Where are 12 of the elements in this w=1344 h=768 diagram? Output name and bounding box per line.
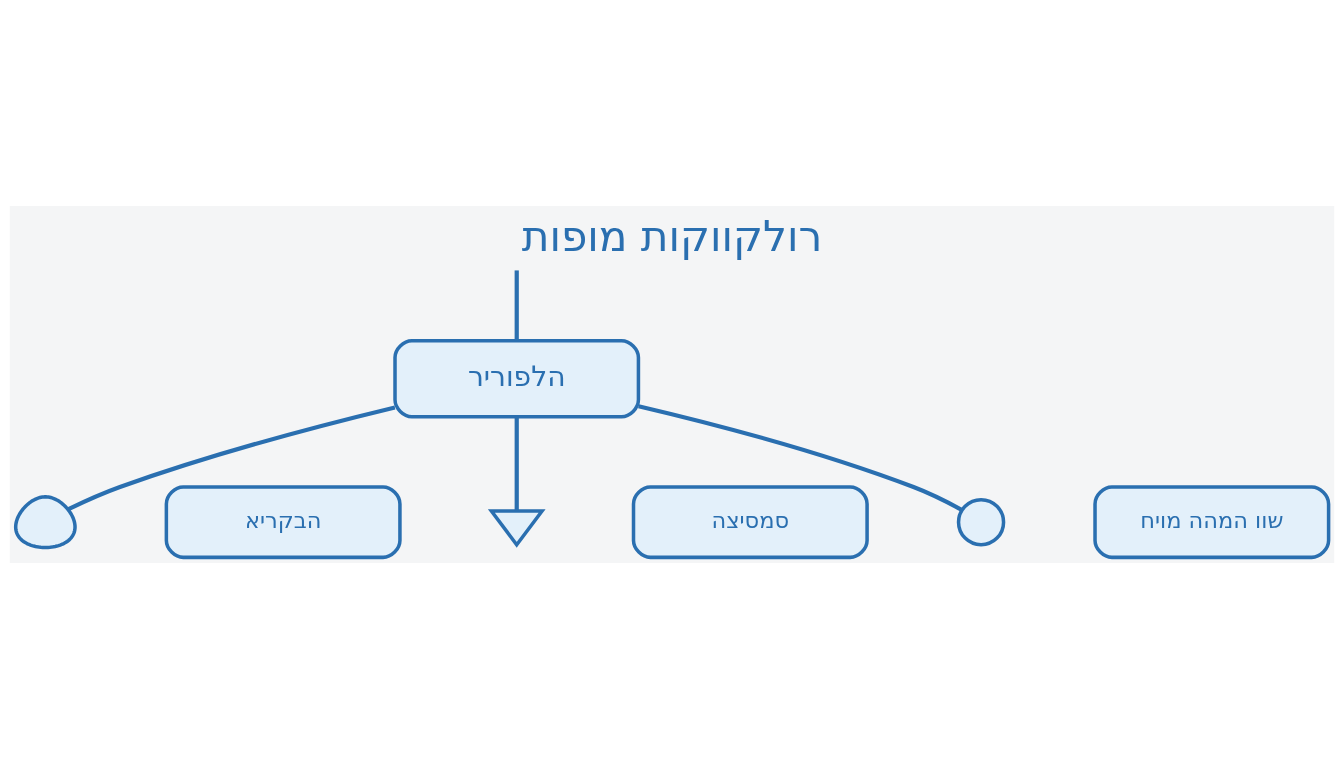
- node-box: סמסיצה: [631, 484, 869, 559]
- connector: [67, 404, 396, 511]
- diagram-title: רולקווקות מופות: [521, 211, 823, 261]
- connector: [638, 403, 963, 512]
- node-brain: [13, 494, 77, 549]
- node-box: הבקריא: [164, 484, 402, 559]
- node-coin: [956, 497, 1006, 546]
- node-box: הלפוריר: [393, 338, 641, 418]
- connector: [514, 416, 519, 510]
- connector: [514, 269, 519, 340]
- node-box: שוו המהה מויח: [1093, 484, 1331, 559]
- node-heart: [487, 508, 546, 548]
